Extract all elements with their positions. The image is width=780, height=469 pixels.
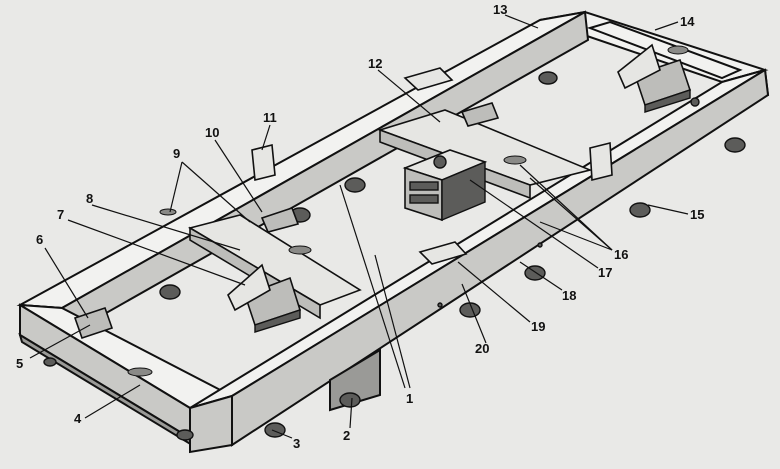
callout-4: 4 bbox=[74, 411, 82, 426]
callout-6: 6 bbox=[36, 232, 43, 247]
callout-13: 13 bbox=[493, 2, 507, 17]
callout-1: 1 bbox=[406, 391, 413, 406]
callout-5: 5 bbox=[16, 356, 23, 371]
vertical-stops bbox=[73, 67, 613, 340]
center-pivot-block bbox=[402, 149, 488, 222]
callout-14: 14 bbox=[680, 14, 695, 29]
callout-19: 19 bbox=[531, 319, 545, 334]
leader-lines bbox=[29, 14, 689, 439]
callout-17: 17 bbox=[598, 265, 612, 280]
callout-18: 18 bbox=[562, 288, 576, 303]
spring-seats bbox=[43, 71, 746, 441]
callout-2: 2 bbox=[343, 428, 350, 443]
callout-20: 20 bbox=[475, 341, 489, 356]
motor-bracket-near bbox=[227, 263, 301, 333]
callout-3: 3 bbox=[293, 436, 300, 451]
callout-10: 10 bbox=[205, 125, 219, 140]
callout-11: 11 bbox=[263, 110, 277, 125]
callout-16: 16 bbox=[614, 247, 628, 262]
callout-9: 9 bbox=[173, 146, 180, 161]
callout-labels: 1 2 3 4 5 6 7 8 9 10 11 12 13 14 15 16 1… bbox=[16, 2, 704, 451]
callout-15: 15 bbox=[690, 207, 704, 222]
callout-8: 8 bbox=[86, 191, 93, 206]
motor-bracket-far bbox=[617, 43, 692, 113]
callout-12: 12 bbox=[368, 56, 382, 71]
callout-7: 7 bbox=[57, 207, 64, 222]
